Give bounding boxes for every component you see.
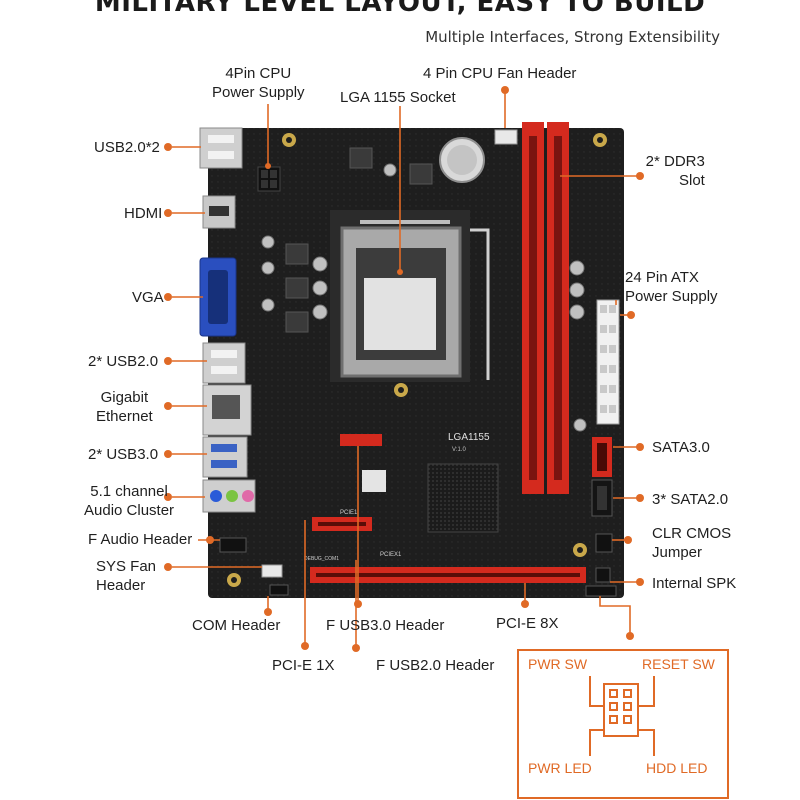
ethernet-port	[202, 384, 252, 436]
label-atx-line1: 24 Pin ATX	[625, 269, 699, 286]
sys-fan-header-pins	[261, 564, 283, 578]
label-cpu-power-line1: 4Pin CPU	[225, 65, 292, 82]
label-usb3: 2* USB3.0	[88, 446, 159, 463]
label-clr-cmos-line2: Jumper	[652, 544, 703, 561]
label-ethernet: Gigabit Ethernet	[96, 388, 153, 426]
label-internal-spk: Internal SPK	[652, 575, 737, 592]
label-clr-cmos: CLR CMOS Jumper	[652, 524, 731, 562]
label-fan-header: 4 Pin CPU Fan Header	[423, 65, 577, 82]
label-audio-line1: 5.1 channel	[90, 483, 168, 500]
version-print: V:1.0	[452, 447, 466, 453]
label-cpu-power-line2: Power Supply	[212, 84, 305, 101]
leader-dots	[164, 86, 644, 652]
page-subtitle: Multiple Interfaces, Strong Extensibilit…	[425, 28, 720, 46]
label-vga: VGA	[132, 289, 164, 306]
label-atx: 24 Pin ATX Power Supply	[625, 268, 718, 306]
label-atx-line2: Power Supply	[625, 288, 718, 305]
label-pwr-led: PWR LED	[528, 760, 592, 776]
label-hdd-led: HDD LED	[646, 760, 708, 776]
label-audio-line2: Audio Cluster	[84, 502, 175, 519]
usb2-port	[202, 342, 246, 384]
label-sys-fan-line1: SYS Fan	[96, 558, 157, 575]
page-title: MILITARY LEVEL LAYOUT, EASY TO BUILD	[94, 0, 706, 18]
label-audio: 5.1 channel Audio Cluster	[84, 482, 174, 520]
leader-lines	[172, 88, 640, 648]
label-com: COM Header	[192, 617, 281, 634]
label-socket: LGA 1155 Socket	[340, 89, 456, 106]
front-panel-diagram	[517, 649, 729, 799]
f-audio-header-pins	[219, 537, 247, 553]
label-ethernet-line1: Gigabit	[100, 389, 149, 406]
vrm-chokes	[285, 147, 433, 333]
label-ddr3-line2: Slot	[679, 172, 705, 189]
label-reset-sw: RESET SW	[642, 656, 715, 672]
label-cpu-power: 4Pin CPU Power Supply	[212, 64, 305, 102]
chipset-heatsink	[427, 463, 499, 533]
label-f-audio: F Audio Header	[88, 531, 193, 548]
capacitors	[261, 163, 587, 432]
rear-io	[199, 127, 256, 513]
socket-model-print: LGA1155	[448, 432, 490, 443]
debug-com-print: DEBUG_COM1	[304, 556, 339, 562]
cpu-fan-header	[494, 129, 518, 145]
label-ddr3-line1: 2* DDR3	[645, 153, 705, 170]
usb-top-port	[199, 127, 243, 169]
label-hdmi: HDMI	[124, 205, 163, 222]
internal-spk-pins	[595, 567, 611, 583]
com-header-pins	[269, 584, 289, 596]
f-usb3-header	[340, 434, 382, 446]
label-ddr3: 2* DDR3 Slot	[645, 152, 705, 190]
label-sys-fan-line2: Header	[96, 577, 146, 594]
clr-cmos-jumper-pins	[595, 533, 613, 553]
label-clr-cmos-line1: CLR CMOS	[652, 525, 732, 542]
usb3-port	[202, 436, 248, 478]
label-f-usb3: F USB3.0 Header	[326, 617, 445, 634]
label-usb-top: USB2.0*2	[94, 139, 160, 156]
label-sata2: 3* SATA2.0	[652, 491, 729, 508]
pciex1-print: PCIEX1	[380, 552, 402, 558]
label-pcie1: PCI-E 1X	[272, 657, 335, 674]
label-pcie8: PCI-E 8X	[496, 615, 559, 632]
label-ethernet-line2: Ethernet	[96, 408, 153, 425]
label-usb2: 2* USB2.0	[88, 353, 159, 370]
label-sata3: SATA3.0	[652, 439, 710, 456]
label-pwr-sw: PWR SW	[528, 656, 588, 672]
label-sys-fan: SYS Fan Header	[96, 557, 156, 595]
front-panel-pins	[585, 585, 617, 597]
cpu-socket	[330, 210, 490, 382]
label-f-usb2: F USB2.0 Header	[376, 657, 495, 674]
pcie1-print: PCIE1	[340, 510, 358, 516]
